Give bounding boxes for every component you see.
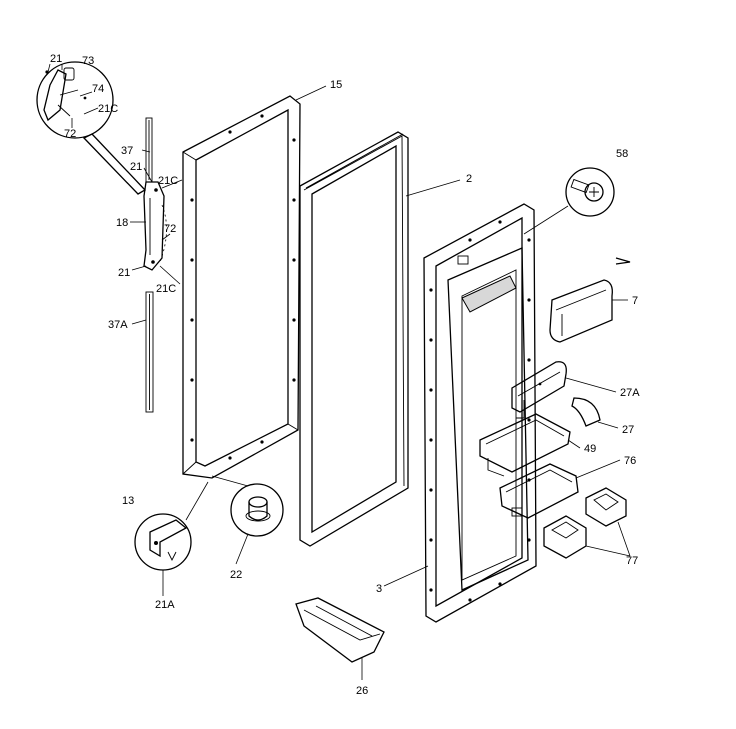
callout-21-lower: 21	[118, 267, 130, 279]
callout-21c-upper: 21C	[158, 175, 178, 187]
callout-3: 3	[376, 583, 382, 595]
callout-49: 49	[584, 443, 596, 455]
callout-37a: 37A	[108, 319, 128, 331]
callout-27a: 27A	[620, 387, 640, 399]
lever-27	[571, 397, 601, 427]
arrow-mark	[615, 257, 631, 265]
callout-26: 26	[356, 685, 368, 697]
hinge-detail-view	[36, 61, 147, 195]
callout-58: 58	[616, 148, 628, 160]
callout-76: 76	[624, 455, 636, 467]
callout-72-detail: 72	[64, 128, 76, 140]
grille-76	[499, 463, 579, 519]
callout-15: 15	[330, 79, 342, 91]
callout-21c-detail: 21C	[98, 103, 118, 115]
liner-3-holes	[429, 220, 531, 602]
callout-74: 74	[92, 83, 104, 95]
callout-72: 72	[164, 223, 176, 235]
actuator-27a	[511, 361, 567, 419]
door-gasket-2	[299, 131, 409, 547]
callout-21c-lower: 21C	[156, 283, 176, 295]
dispenser-cover-7	[549, 279, 613, 343]
bracket-13-detail	[134, 481, 209, 571]
bin-26	[295, 597, 385, 663]
feet-77	[543, 487, 627, 559]
callout-18: 18	[116, 217, 128, 229]
door-frame-15	[182, 95, 301, 479]
door-liner-3	[423, 203, 537, 623]
callout-21a: 21A	[155, 599, 175, 611]
gasket-strip-37a	[145, 291, 154, 413]
screw-58-detail	[523, 167, 615, 235]
callout-21-detail: 21	[50, 53, 62, 65]
callout-13: 13	[122, 495, 134, 507]
callout-27: 27	[622, 424, 634, 436]
callout-7: 7	[632, 295, 638, 307]
hinge-18	[143, 181, 167, 271]
callout-labels: 21 73 74 21C 72 37 21 21C 18 72 21 21C 3…	[50, 53, 640, 697]
callout-22: 22	[230, 569, 242, 581]
leader-lines	[47, 63, 631, 680]
drip-tray-49	[479, 413, 571, 477]
callout-77: 77	[626, 555, 638, 567]
callout-73: 73	[82, 55, 94, 67]
callout-2: 2	[466, 173, 472, 185]
cam-22-detail	[211, 475, 284, 537]
frame-15-holes	[190, 114, 296, 460]
callout-37: 37	[121, 145, 133, 157]
callout-21-upper: 21	[130, 161, 142, 173]
